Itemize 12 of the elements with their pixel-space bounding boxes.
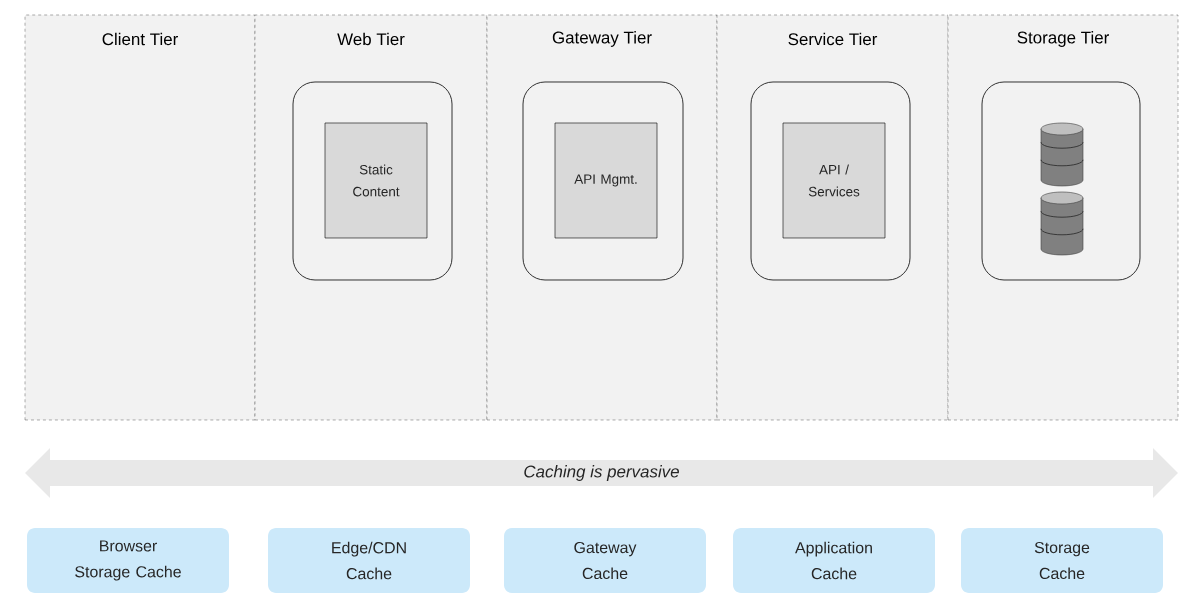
cache-box: Edge/CDN Cache — [268, 528, 470, 593]
cache-box: Storage Cache — [961, 528, 1163, 593]
cache-box: Application Cache — [733, 528, 935, 593]
double-arrow-band: Caching is pervasive — [25, 448, 1178, 498]
cache-box: Browser Storage Cache — [27, 528, 229, 593]
database-cylinder — [1040, 191, 1084, 256]
cache-box: Gateway Cache — [504, 528, 706, 593]
tier-panel: Client Tier — [24, 14, 256, 421]
component-box: API Mgmt. — [554, 122, 658, 239]
database-cylinder — [1040, 122, 1084, 187]
component-box: API / Services — [782, 122, 886, 239]
component-box: Static Content — [324, 122, 428, 239]
